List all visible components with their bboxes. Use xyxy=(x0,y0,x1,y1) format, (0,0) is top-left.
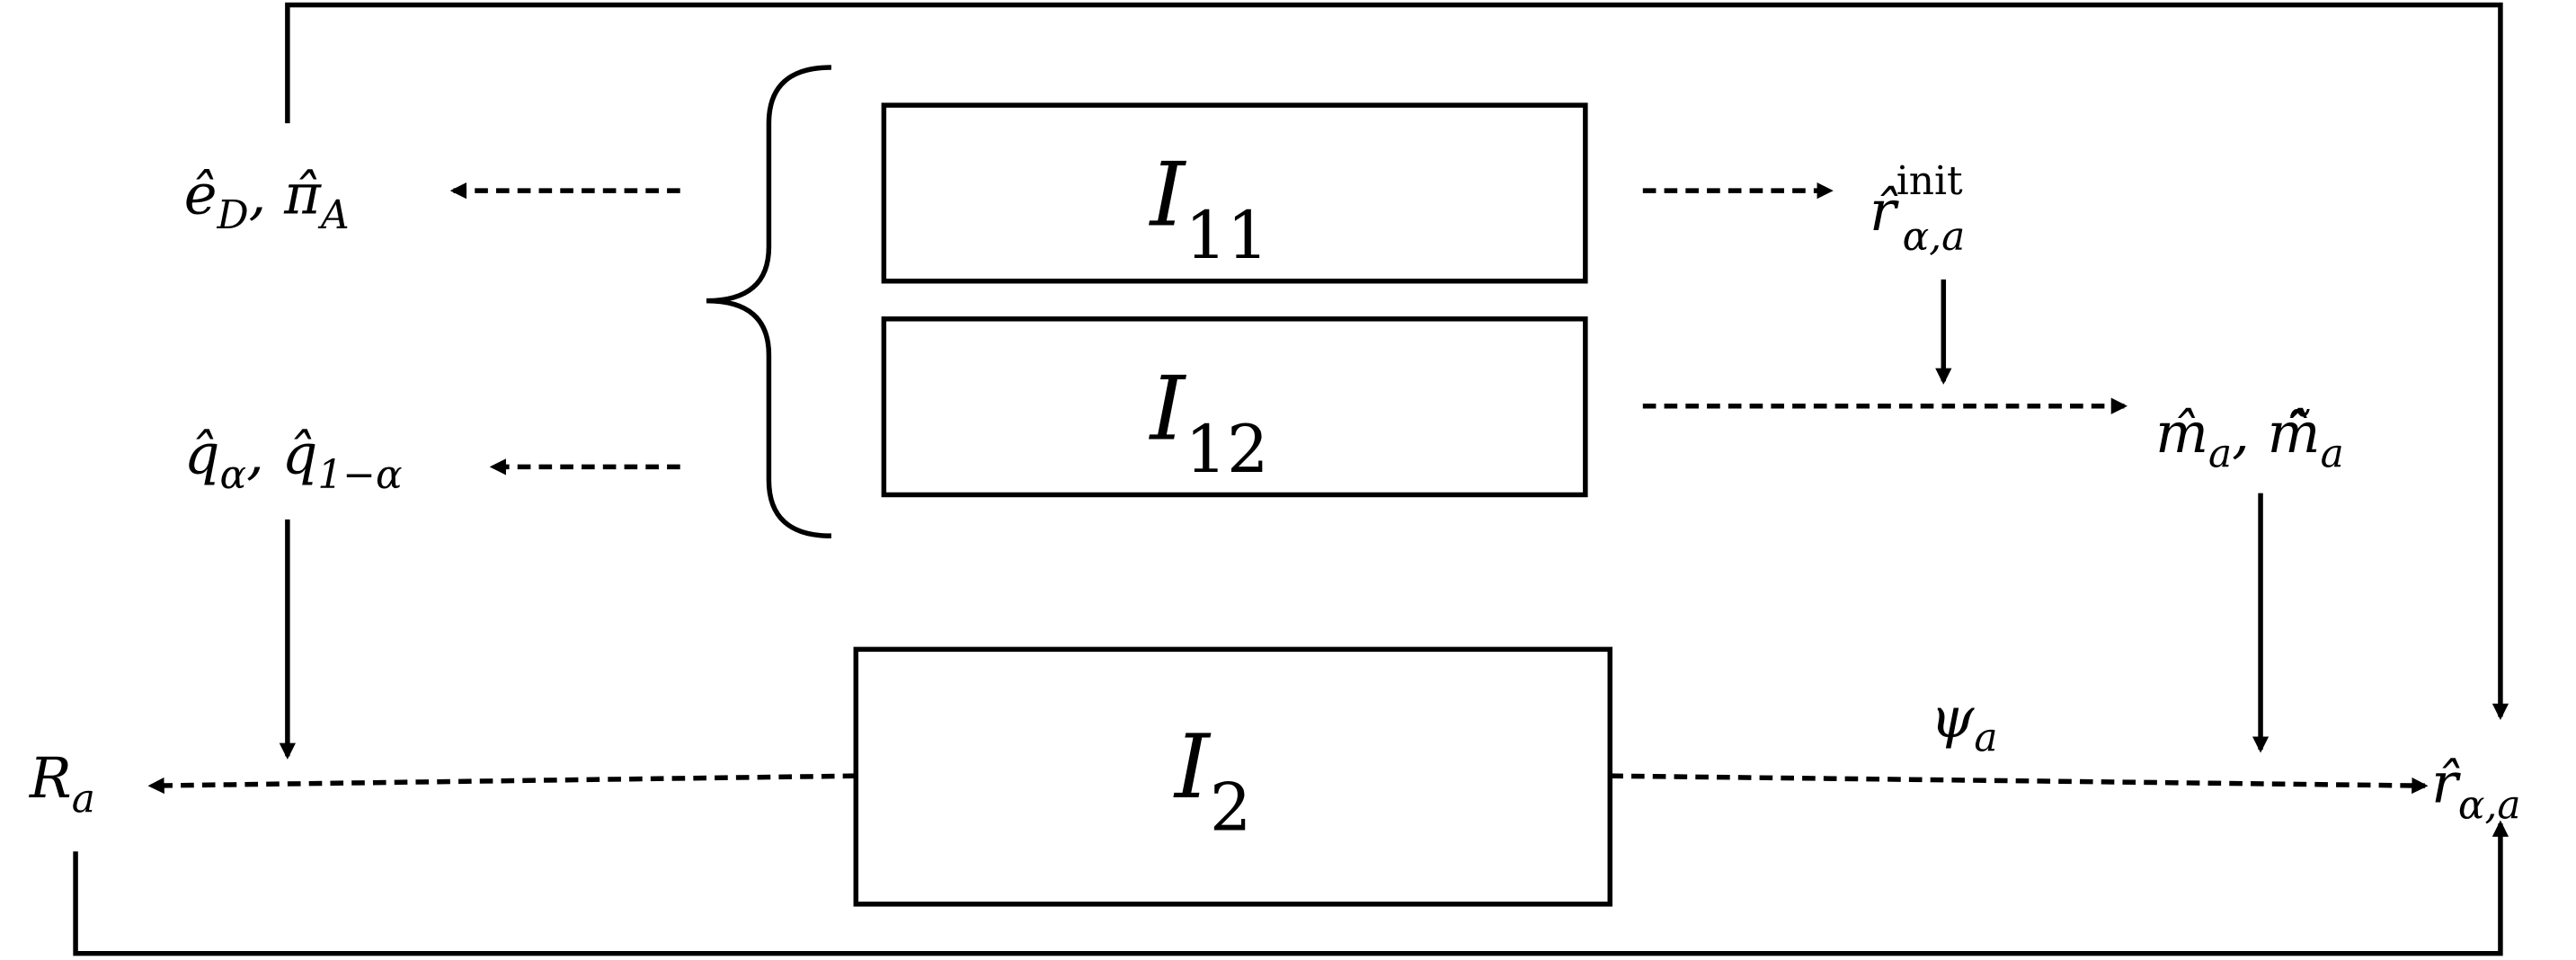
label-m: m̂a, m̃̂a xyxy=(2155,400,2344,476)
box-i11 xyxy=(881,102,1588,284)
top-feedback-arrow xyxy=(285,2,2509,720)
box-i12-label: I12 xyxy=(1148,357,1268,488)
bottom-feedback-arrow xyxy=(73,820,2509,956)
label-R: Ra xyxy=(29,745,95,822)
label-r-final: r̂α,a xyxy=(2431,750,2520,828)
box-i2-label: I2 xyxy=(1173,716,1252,847)
dashed-arrow-to-R xyxy=(147,773,857,795)
box-i11-label: I11 xyxy=(1148,144,1268,275)
label-q: q̂α, q̂1−α xyxy=(184,422,403,498)
curly-brace xyxy=(706,65,831,538)
box-i12 xyxy=(881,316,1588,498)
dashed-arrow-to-r-final xyxy=(1610,773,2429,795)
label-e-pi: êD, π̂A xyxy=(184,162,350,238)
label-psi: ψa xyxy=(1931,684,1998,760)
